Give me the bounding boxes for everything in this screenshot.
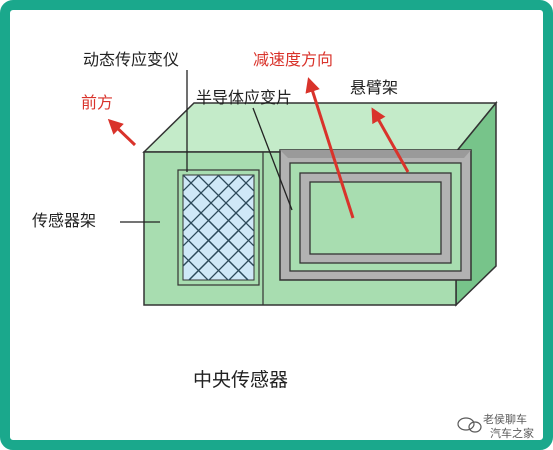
cantilever-bevel [280, 150, 471, 158]
label-semiconductor-strain-gauge: 半导体应变片 [196, 88, 293, 107]
label-cantilever: 悬臂架 [350, 78, 399, 97]
caption: 中央传感器 [193, 369, 289, 391]
watermark-line2: 汽车之家 [490, 427, 534, 440]
cantilever-plate [309, 181, 442, 255]
gauge-window [182, 174, 255, 281]
watermark-line1: 老侯聊车 [483, 413, 527, 426]
label-forward: 前方 [81, 93, 114, 112]
deceleration-arrow [305, 77, 355, 219]
forward-arrow [107, 118, 137, 147]
leader-semiconductor-strain-gauge [252, 107, 293, 211]
label-acceleration-direction: 减速度方向 [253, 50, 334, 69]
watermark-logo-icon [457, 417, 482, 433]
cantilever-arrow [371, 107, 410, 173]
gauge-grid [183, 175, 254, 280]
label-dynamic-strain-gauge: 动态传应变仪 [83, 50, 180, 69]
label-sensor-frame: 传感器架 [32, 211, 97, 230]
